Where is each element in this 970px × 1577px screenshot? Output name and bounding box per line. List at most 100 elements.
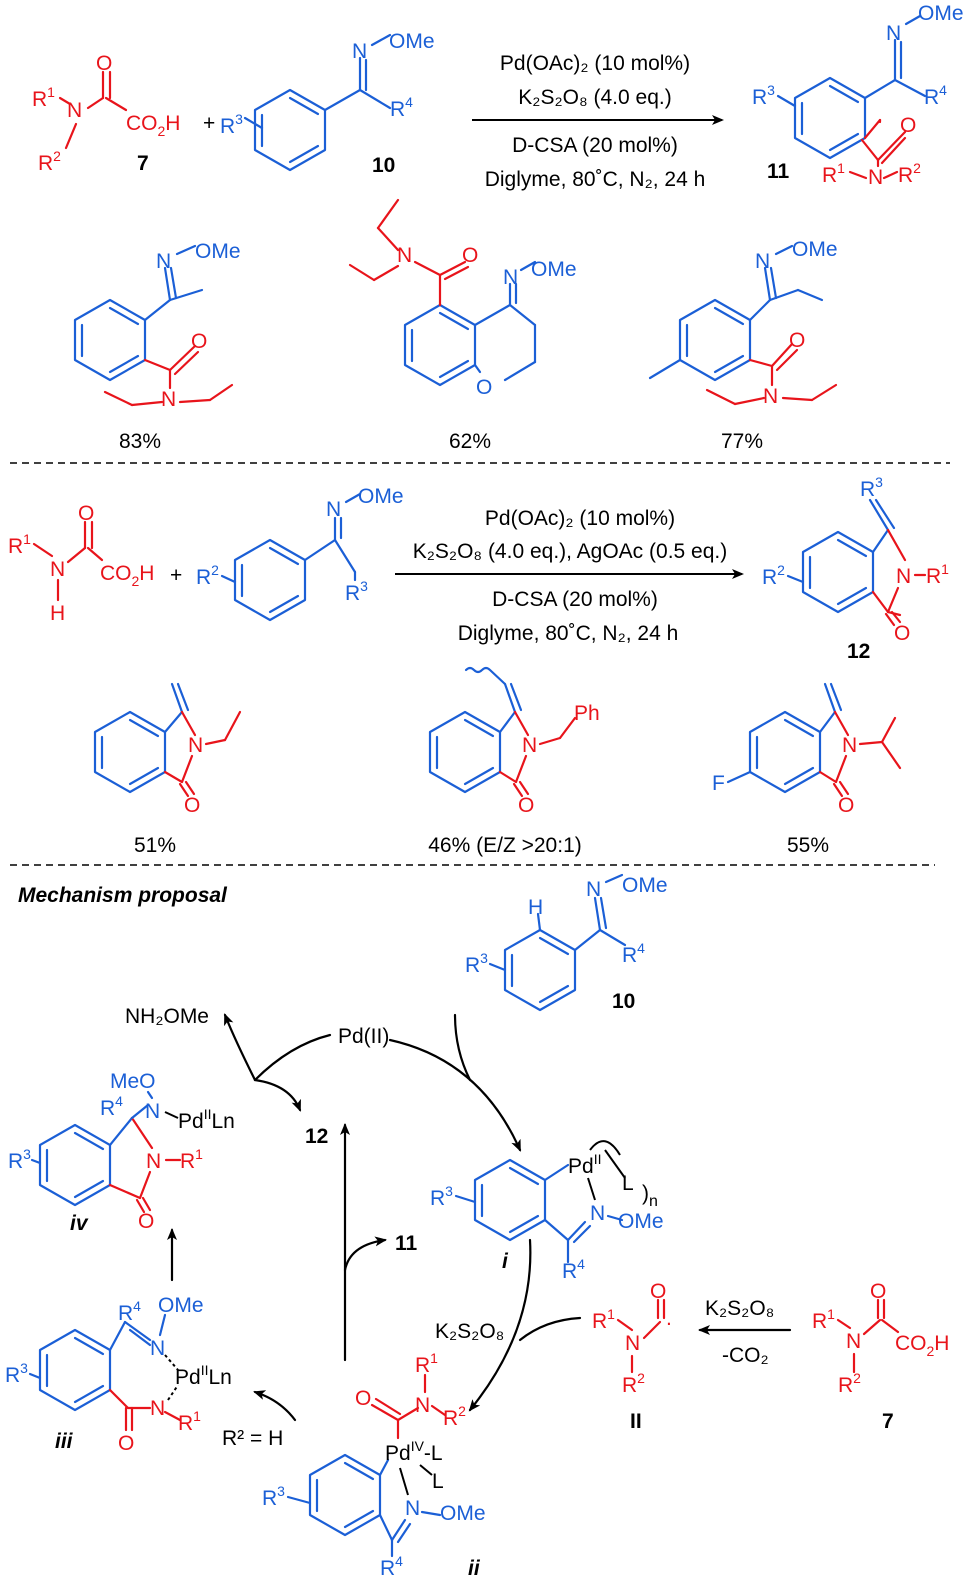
svg-text:N: N bbox=[763, 385, 778, 408]
svg-text:R3: R3 bbox=[430, 1183, 453, 1210]
svg-text:R2: R2 bbox=[38, 148, 61, 175]
yield-ex1-3: 77% bbox=[721, 430, 763, 453]
label-iv: iv bbox=[70, 1212, 89, 1235]
svg-text:OMe: OMe bbox=[618, 1210, 664, 1233]
yield-ex2-1: 51% bbox=[134, 834, 176, 857]
svg-text:OMe: OMe bbox=[918, 2, 964, 25]
svg-text:N: N bbox=[326, 498, 341, 521]
svg-text:N: N bbox=[415, 1394, 430, 1417]
svg-text:Ph: Ph bbox=[574, 702, 600, 725]
svg-text:N: N bbox=[586, 878, 601, 901]
svg-text:N: N bbox=[625, 1332, 640, 1355]
k2s2o8-right: K₂S₂O₈ bbox=[705, 1297, 774, 1320]
intermediate-iv: R3 N R1 O R4 MeO N PdIILn iv bbox=[8, 1070, 235, 1235]
svg-text:O: O bbox=[96, 52, 112, 75]
svg-text:O: O bbox=[870, 1280, 886, 1303]
mechanism-title: Mechanism proposal bbox=[18, 884, 228, 907]
svg-text:OMe: OMe bbox=[195, 240, 241, 263]
label-11: 11 bbox=[767, 160, 790, 183]
example2-3: F N O 55% bbox=[712, 682, 902, 857]
svg-text:CO2H: CO2H bbox=[895, 1332, 949, 1359]
svg-text:R3: R3 bbox=[345, 578, 368, 605]
svg-text:R1: R1 bbox=[812, 1306, 835, 1333]
reaction2-amine-acid: R1 N H O CO2H bbox=[8, 502, 154, 625]
yield-ex1-2: 62% bbox=[449, 430, 491, 453]
svg-text:R4: R4 bbox=[562, 1256, 585, 1283]
svg-text:R4: R4 bbox=[390, 94, 413, 121]
svg-text:R1: R1 bbox=[178, 1408, 201, 1435]
svg-text:O: O bbox=[894, 622, 910, 645]
svg-text:N: N bbox=[590, 1202, 605, 1225]
svg-text:OMe: OMe bbox=[389, 30, 435, 53]
yield-ex2-3: 55% bbox=[787, 834, 829, 857]
minus-co2: -CO₂ bbox=[722, 1344, 769, 1367]
svg-text:R3: R3 bbox=[465, 950, 488, 977]
svg-text:OMe: OMe bbox=[358, 485, 404, 508]
yield-ex2-2: 46% (E/Z >20:1) bbox=[428, 834, 582, 857]
r1-reagent-3: D-CSA (20 mol%) bbox=[512, 134, 678, 157]
svg-text:O: O bbox=[462, 244, 478, 267]
intermediate-i: R3 PdII L )n N OMe R4 i bbox=[430, 1140, 664, 1283]
svg-text:N: N bbox=[503, 266, 518, 289]
svg-text:N: N bbox=[150, 1397, 165, 1420]
svg-text:N: N bbox=[397, 244, 412, 267]
svg-text:N: N bbox=[150, 1337, 165, 1360]
svg-text:N: N bbox=[896, 565, 911, 588]
svg-text:R1: R1 bbox=[180, 1146, 203, 1173]
label-iii: iii bbox=[55, 1430, 74, 1453]
svg-text:CO2H: CO2H bbox=[126, 112, 180, 139]
svg-text:PdIILn: PdIILn bbox=[178, 1106, 235, 1133]
svg-text:R4: R4 bbox=[924, 82, 947, 109]
svg-text:PdIV-L: PdIV-L bbox=[385, 1438, 443, 1465]
svg-text:R1: R1 bbox=[415, 1350, 438, 1377]
r1-reagent-4: Diglyme, 80˚C, N₂, 24 h bbox=[485, 168, 706, 191]
svg-text:O: O bbox=[118, 1432, 134, 1455]
svg-text:R2: R2 bbox=[443, 1403, 466, 1430]
svg-text:R2: R2 bbox=[838, 1370, 861, 1397]
reaction2-product-12: R2 R3 N R1 O 12 bbox=[762, 474, 949, 663]
svg-text:N: N bbox=[868, 166, 883, 189]
svg-text:N: N bbox=[755, 250, 770, 273]
svg-text:O: O bbox=[476, 376, 492, 399]
reaction1-acid-7: R1 N R2 O CO2H 7 bbox=[32, 52, 180, 175]
k2s2o8-left: K₂S₂O₈ bbox=[435, 1320, 504, 1343]
svg-text:N: N bbox=[156, 250, 171, 273]
svg-text:H: H bbox=[50, 602, 65, 625]
svg-text:O: O bbox=[650, 1280, 666, 1303]
svg-text:PdII: PdII bbox=[568, 1151, 601, 1178]
svg-text:R2: R2 bbox=[898, 160, 921, 187]
plus-2: + bbox=[170, 564, 182, 587]
reaction1-product-11: R3 N OMe R4 O N R1 R2 11 bbox=[752, 2, 964, 189]
svg-text:)n: )n bbox=[642, 1182, 658, 1210]
label-7: 7 bbox=[137, 152, 149, 175]
svg-text:R4: R4 bbox=[100, 1093, 123, 1120]
svg-text:N: N bbox=[405, 1497, 420, 1520]
svg-text:R3: R3 bbox=[5, 1360, 28, 1387]
svg-text:O: O bbox=[184, 794, 200, 817]
r2-reagent-2: K₂S₂O₈ (4.0 eq.), AgOAc (0.5 eq.) bbox=[413, 540, 727, 563]
r2-reagent-3: D-CSA (20 mol%) bbox=[492, 588, 658, 611]
svg-text:O: O bbox=[355, 1387, 371, 1410]
svg-text:N: N bbox=[50, 558, 65, 581]
svg-text:N: N bbox=[161, 388, 176, 411]
svg-text:CO2H: CO2H bbox=[100, 562, 154, 589]
svg-text:R1: R1 bbox=[822, 160, 845, 187]
svg-text:R3: R3 bbox=[262, 1483, 285, 1510]
mech-label-12: 12 bbox=[305, 1125, 328, 1148]
svg-text:R4: R4 bbox=[622, 940, 645, 967]
label-ii: ii bbox=[468, 1557, 481, 1577]
svg-text:O: O bbox=[191, 330, 207, 353]
svg-text:R3: R3 bbox=[8, 1146, 31, 1173]
svg-text:N: N bbox=[146, 1150, 161, 1173]
svg-text:H: H bbox=[528, 896, 543, 919]
svg-text:R3: R3 bbox=[220, 111, 243, 138]
svg-text:R1: R1 bbox=[926, 561, 949, 588]
reaction1-oxime-10: R3 N OMe R4 10 bbox=[220, 30, 435, 177]
r2-reagent-4: Diglyme, 80˚C, N₂, 24 h bbox=[458, 622, 679, 645]
yield-ex1-1: 83% bbox=[119, 430, 161, 453]
svg-text:OMe: OMe bbox=[622, 874, 668, 897]
svg-text:R4: R4 bbox=[380, 1553, 403, 1577]
svg-text:MeO: MeO bbox=[110, 1070, 156, 1093]
example2-2: N O Ph 46% (E/Z >20:1) bbox=[428, 666, 600, 857]
